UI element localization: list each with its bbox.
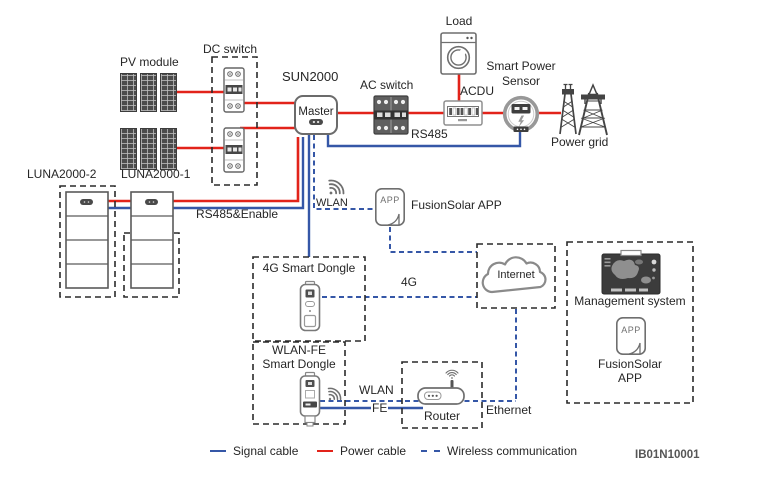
luna2000-2-battery-icon bbox=[65, 191, 109, 289]
wlan-fe-dongle-label-1: WLAN-FE bbox=[272, 343, 326, 357]
cable-layer bbox=[108, 74, 561, 410]
wlan-link-label: WLAN bbox=[358, 383, 395, 398]
fusionsolar-app-label: FusionSolar APP bbox=[411, 198, 502, 212]
luna2000-1-label: LUNA2000-1 bbox=[121, 167, 191, 181]
power-cable-sample bbox=[317, 450, 333, 452]
wlan-port-label: WLAN bbox=[316, 197, 348, 209]
master-label: Master bbox=[298, 105, 334, 118]
load-label: Load bbox=[445, 14, 473, 28]
dashed-boxes bbox=[59, 56, 694, 429]
power-cables bbox=[108, 74, 561, 203]
router-icon bbox=[417, 369, 465, 405]
wireless-sample bbox=[421, 450, 440, 452]
app-icon-text: APP bbox=[380, 195, 400, 205]
fusionsolar-app2-label-2: APP bbox=[617, 371, 642, 385]
internet-label: Internet bbox=[497, 269, 535, 281]
dc-switch-box bbox=[211, 56, 258, 186]
power-grid-icon bbox=[559, 83, 608, 136]
wireless-links bbox=[313, 135, 517, 402]
router-label: Router bbox=[423, 409, 461, 423]
4g-dongle-icon bbox=[299, 280, 321, 332]
sun2000-inverter: Master bbox=[294, 95, 338, 135]
wlan-fe-dongle-icon bbox=[299, 371, 321, 427]
legend-item-signal: Signal cable bbox=[210, 444, 298, 458]
legend-item-wireless: Wireless communication bbox=[421, 444, 577, 458]
wlan-fe-dongle-label-2: Smart Dongle bbox=[262, 357, 336, 371]
4g-dongle-label: 4G Smart Dongle bbox=[262, 261, 356, 275]
legend-label: Power cable bbox=[340, 444, 407, 458]
pv-panel bbox=[160, 128, 177, 170]
power-grid-label: Power grid bbox=[551, 135, 609, 149]
pv-module-label: PV module bbox=[120, 55, 179, 69]
load-washer-icon bbox=[440, 32, 477, 75]
legend-label: Wireless communication bbox=[447, 444, 578, 458]
internet-cloud-icon bbox=[481, 256, 547, 294]
dc-breaker-icon bbox=[223, 67, 245, 113]
wireless-link-wlan-app bbox=[313, 135, 375, 210]
router-box bbox=[401, 361, 483, 429]
legend-label: Signal cable bbox=[233, 444, 299, 458]
smart-power-sensor-icon bbox=[502, 95, 540, 133]
luna2000-1-battery-icon bbox=[130, 191, 174, 289]
indicator-pill bbox=[309, 118, 323, 125]
signal-cable-rs485-sensor bbox=[326, 132, 522, 148]
signal-cables bbox=[108, 132, 522, 410]
ac-switch-icon bbox=[373, 95, 409, 135]
signal-cable-rs485-enable bbox=[173, 137, 305, 210]
fusionsolar-app-icon-2 bbox=[615, 316, 647, 356]
icon-layer bbox=[65, 32, 661, 427]
sun2000-label: SUN2000 bbox=[282, 69, 339, 84]
luna2000-2-label: LUNA2000-2 bbox=[27, 167, 97, 181]
smart-power-sensor-label-2: Sensor bbox=[501, 74, 541, 88]
rs485-label: RS485 bbox=[411, 127, 448, 141]
wlan-fe-dongle-box bbox=[252, 341, 346, 425]
4g-dongle-box bbox=[252, 256, 366, 342]
management-system-label: Management system bbox=[574, 294, 686, 308]
app-icon-text-2: APP bbox=[621, 325, 641, 335]
dc-breaker-icon bbox=[223, 127, 245, 173]
legend-item-power: Power cable bbox=[317, 444, 406, 458]
ac-switch-label: AC switch bbox=[360, 78, 414, 92]
luna2000-2-box bbox=[59, 185, 116, 298]
fe-link-label: FE bbox=[371, 401, 389, 416]
power-cable-battery1-inverter bbox=[173, 137, 300, 203]
management-system-icon bbox=[601, 249, 661, 295]
signal-cable-sample bbox=[210, 450, 226, 452]
dc-switch-label: DC switch bbox=[203, 42, 258, 56]
figure-code: IB01N10001 bbox=[635, 449, 700, 461]
fusionsolar-app2-label-1: FusionSolar bbox=[597, 357, 663, 371]
pv-panel bbox=[140, 128, 157, 170]
pv-panel bbox=[120, 73, 137, 112]
acdu-icon bbox=[443, 100, 483, 126]
management-system-box bbox=[566, 241, 694, 404]
pv-panel bbox=[160, 73, 177, 112]
pv-panel bbox=[120, 128, 137, 170]
internet-box bbox=[476, 243, 556, 309]
4g-link-label: 4G bbox=[401, 275, 418, 289]
ethernet-label: Ethernet bbox=[486, 403, 532, 417]
luna2000-1-box bbox=[123, 232, 180, 298]
acdu-label: ACDU bbox=[460, 84, 495, 98]
pv-panel bbox=[140, 73, 157, 112]
rs485-enable-label: RS485&Enable bbox=[196, 207, 279, 221]
wireless-link-app-internet bbox=[389, 227, 477, 253]
dongle-wifi-icon bbox=[322, 384, 344, 407]
smart-power-sensor-label-1: Smart Power bbox=[486, 59, 556, 73]
